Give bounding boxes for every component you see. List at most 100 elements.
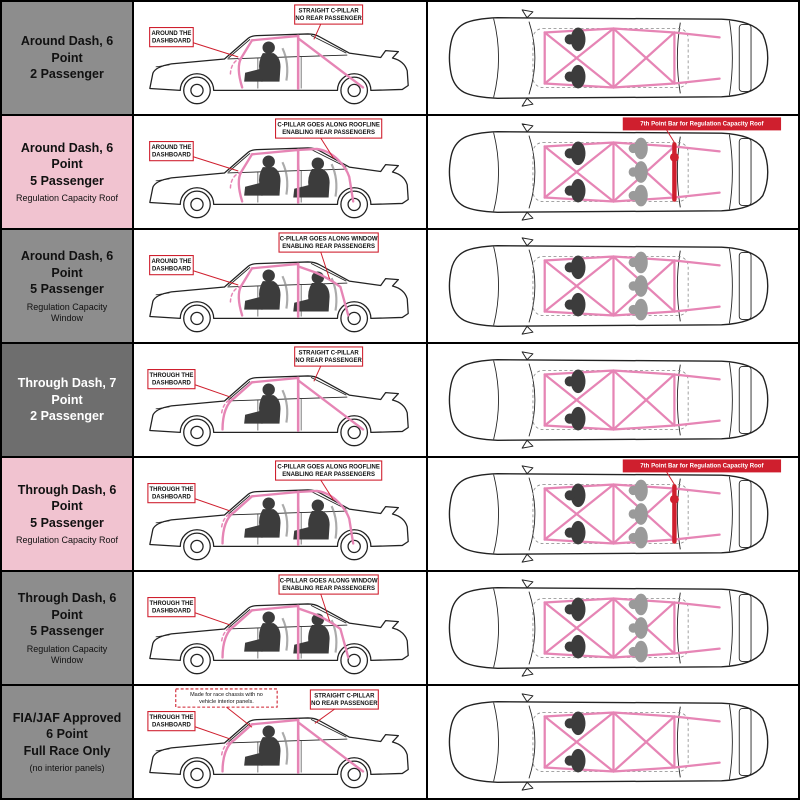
occupant-figure: [262, 497, 275, 510]
row-title-line: 6 Point: [46, 727, 88, 742]
rear-stay-straight: [296, 379, 365, 431]
rear-stay-roofline: [296, 489, 355, 545]
rear-stay-window: [296, 607, 350, 659]
front-seat: [281, 389, 289, 423]
occupant-torso: [308, 625, 330, 654]
occupant-legs: [244, 68, 263, 82]
annotation-leader-line: [194, 384, 231, 398]
car-top-body: [448, 465, 769, 563]
occupant-top-head: [564, 490, 575, 501]
side-mirror: [521, 123, 534, 133]
annotation-leader-line: [666, 471, 675, 485]
roof-cage-bar: [250, 262, 300, 270]
rear-wing: [738, 366, 752, 434]
c-pillar-annotation: [294, 346, 364, 367]
c-pillar-annotation: [294, 4, 364, 25]
dashboard-annotation: [147, 369, 196, 390]
car-top-body: [448, 579, 769, 677]
dashboard-annotation: [149, 255, 194, 276]
row-title-line: Around Dash, 6 Point: [20, 249, 114, 280]
occupant-top-body: [634, 640, 648, 663]
occupant-legs: [244, 752, 263, 766]
occupant-top-body: [634, 479, 648, 502]
dashboard-annotation: [147, 483, 196, 504]
roof-cage-bar: [250, 490, 300, 498]
annotation-leader-line: [320, 251, 331, 280]
roll-cage-side: [229, 34, 365, 90]
occupant-figure: [311, 157, 325, 170]
side-mirror: [521, 553, 534, 563]
car-top-body: [448, 9, 769, 107]
occupant-top-body: [570, 483, 586, 508]
top-view-cell: 7th Point Bar for Regulation Capacity Ro…: [428, 116, 798, 228]
annotation-leader-line: [320, 137, 334, 159]
annotation-leader-line: [193, 156, 239, 172]
occupant-top-head: [564, 641, 575, 652]
occupant-top-body: [570, 634, 586, 659]
occupant-figure: [262, 611, 275, 624]
car-top-body: [448, 237, 769, 335]
occupant-top-head: [564, 376, 575, 387]
occupant-legs: [244, 182, 263, 196]
occupant-top-head: [628, 599, 639, 610]
top-view-illustration: 7th Point Bar for Regulation Capacity Ro…: [448, 117, 782, 221]
occupant-legs: [244, 524, 263, 538]
front-seat: [281, 503, 289, 537]
front-seat: [281, 731, 289, 765]
occupant-top-body: [570, 711, 586, 736]
row-title-line: 5 Passenger: [30, 624, 104, 639]
rear-stay-window: [296, 265, 350, 317]
roof-cage-bar: [250, 148, 300, 156]
rear-wing: [738, 480, 752, 548]
front-seat: [281, 275, 289, 309]
side-mirror: [521, 579, 534, 589]
occupant-top-head: [628, 167, 639, 177]
occupant-figure: [262, 269, 275, 282]
rear-stay-roofline: [296, 147, 355, 203]
side-mirror: [521, 693, 534, 703]
car-window-lines: [155, 377, 348, 431]
occupant-top-body: [634, 137, 648, 160]
row-subtitle: Regulation Capacity Roof: [15, 193, 119, 204]
top-view-illustration: [448, 9, 769, 107]
occupant-top-head: [564, 71, 575, 82]
c-pillar-annotation: [278, 574, 379, 595]
occupant-torso: [259, 737, 281, 766]
c-pillar-annotation: [275, 460, 383, 481]
occupant-figure: [262, 725, 275, 738]
roll-cage-side: [229, 147, 355, 204]
occupant-torso: [308, 511, 330, 540]
occupant-top-body: [570, 369, 586, 394]
occupant-torso: [259, 509, 281, 538]
top-view-illustration: [448, 351, 769, 449]
side-mirror: [521, 211, 534, 221]
occupant-top-head: [564, 527, 575, 538]
annotation-leader-line: [313, 365, 322, 382]
annotation-leader-line: [320, 479, 334, 501]
annotation-leader-line: [320, 593, 331, 622]
occupant-top-head: [564, 413, 575, 424]
side-mirror: [521, 351, 534, 361]
occupant-top-body: [570, 141, 586, 166]
rear-wing: [738, 708, 752, 776]
occupant-top-body: [570, 255, 586, 280]
roll-cage-side: [229, 262, 350, 318]
roof-cage-bar: [250, 376, 300, 384]
